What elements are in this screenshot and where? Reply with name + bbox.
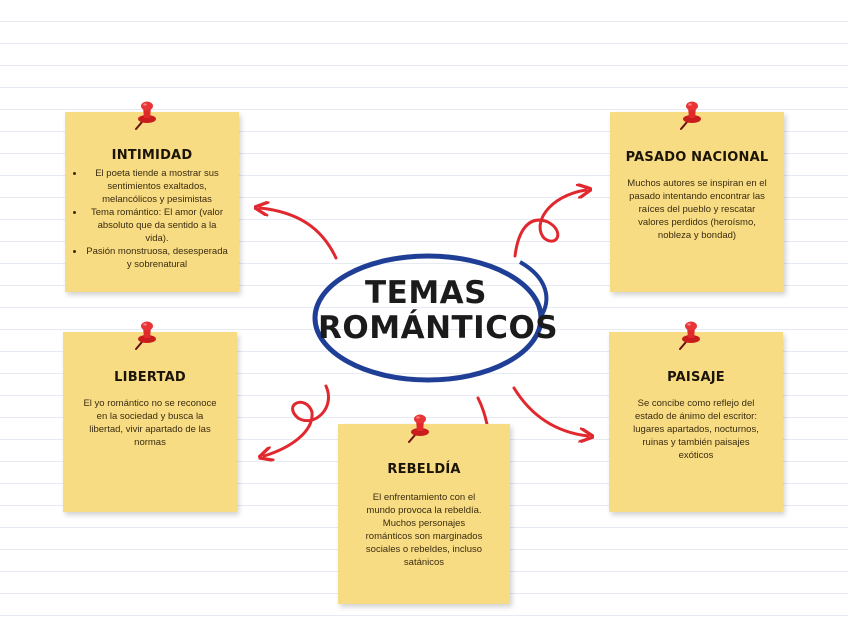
arrow-to-libertad (264, 384, 330, 456)
note-libertad-text: El yo romántico no se reconoce en la soc… (83, 398, 217, 448)
central-title-line1: TEMAS (365, 275, 487, 311)
note-paisaje: PAISAJE Se concibe como reflejo del esta… (609, 332, 783, 512)
arrow-to-pasado (513, 190, 586, 258)
central-title-line2: ROMÁNTICOS (318, 310, 559, 346)
note-intimidad: INTIMIDAD El poeta tiende a mostrar sus … (65, 112, 239, 292)
note-intimidad-bullet: Pasión monstruosa, desesperada y sobrena… (85, 245, 229, 271)
pushpin-icon (135, 321, 156, 350)
note-rebeldia: REBELDÍA El enfrentamiento con el mundo … (338, 424, 510, 604)
ellipse-overlap-stroke (518, 260, 549, 320)
central-title: TEMAS ROMÁNTICOS (318, 275, 559, 346)
note-rebeldia-text: El enfrentamiento con el mundo provoca l… (365, 492, 483, 568)
note-intimidad-bullet: El poeta tiende a mostrar sus sentimient… (85, 167, 229, 206)
pushpin-icon (679, 321, 700, 350)
note-libertad: LIBERTAD El yo romántico no se reconoce … (63, 332, 237, 512)
pushpin-icon (680, 101, 701, 130)
note-rebeldia-title: REBELDÍA (387, 462, 461, 477)
note-intimidad-bullet: Tema romántico: El amor (valor absoluto … (85, 206, 229, 245)
note-pasado-text: Muchos autores se inspiran en el pasado … (627, 178, 767, 241)
arrow-to-paisaje (512, 386, 588, 436)
arrow-to-intimidad (260, 208, 338, 260)
note-intimidad-title: INTIMIDAD (111, 148, 193, 163)
note-pasado-nacional: PASADO NACIONAL Muchos autores se inspir… (610, 112, 784, 292)
pushpin-icon (135, 101, 156, 130)
note-libertad-title: LIBERTAD (114, 370, 186, 385)
note-pasado-title: PASADO NACIONAL (625, 150, 769, 165)
note-paisaje-text: Se concibe como reflejo del estado de án… (633, 398, 759, 461)
note-paisaje-title: PAISAJE (667, 370, 725, 385)
note-intimidad-list: El poeta tiende a mostrar sus sentimient… (71, 167, 233, 271)
pushpin-icon (408, 414, 429, 443)
